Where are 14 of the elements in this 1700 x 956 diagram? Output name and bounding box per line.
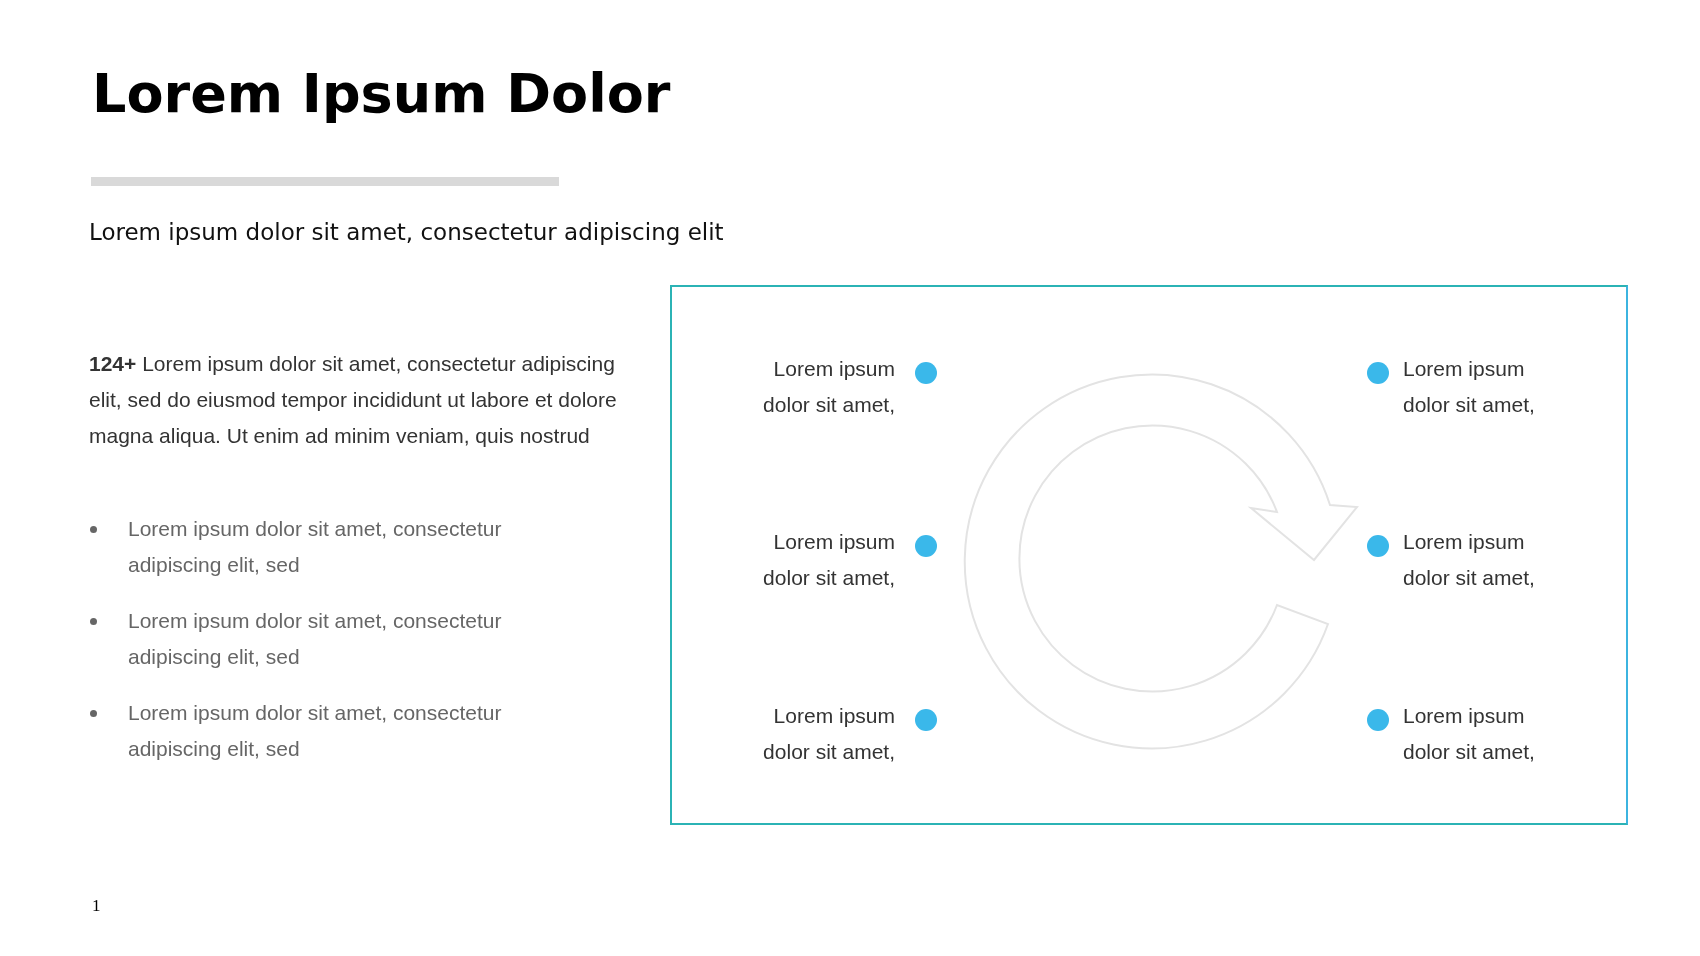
page-number: 1 [92, 896, 101, 916]
bullet-text: Lorem ipsum dolor sit amet, consectetur adipiscing elit, sed [128, 608, 503, 670]
body-paragraph: 124+ Lorem ipsum dolor sit amet, consectetur adipiscing elit, sed do eiusmod tempor incididunt ut labore et dolore magna aliqua. Ut enim ad minim veniam, quis nostrud [89, 351, 618, 449]
item-text: Lorem ipsum dolor sit amet, [762, 356, 895, 418]
item-text: Lorem ipsum dolor sit amet, [1403, 356, 1536, 418]
bullet-text: Lorem ipsum dolor sit amet, consectetur adipiscing elit, sed [128, 516, 503, 578]
item-text: Lorem ipsum dolor sit amet, [1403, 703, 1536, 765]
item-text: Lorem ipsum dolor sit amet, [762, 703, 895, 765]
subtitle: Lorem ipsum dolor sit amet, consectetur adipiscing elit [89, 219, 724, 245]
content-frame [670, 285, 1628, 825]
item-text: Lorem ipsum dolor sit amet, [1403, 529, 1536, 591]
slide-title: Lorem Ipsum Dolor [92, 62, 671, 125]
item-text: Lorem ipsum dolor sit amet, [762, 529, 895, 591]
bullet-text: Lorem ipsum dolor sit amet, consectetur adipiscing elit, sed [128, 700, 503, 762]
